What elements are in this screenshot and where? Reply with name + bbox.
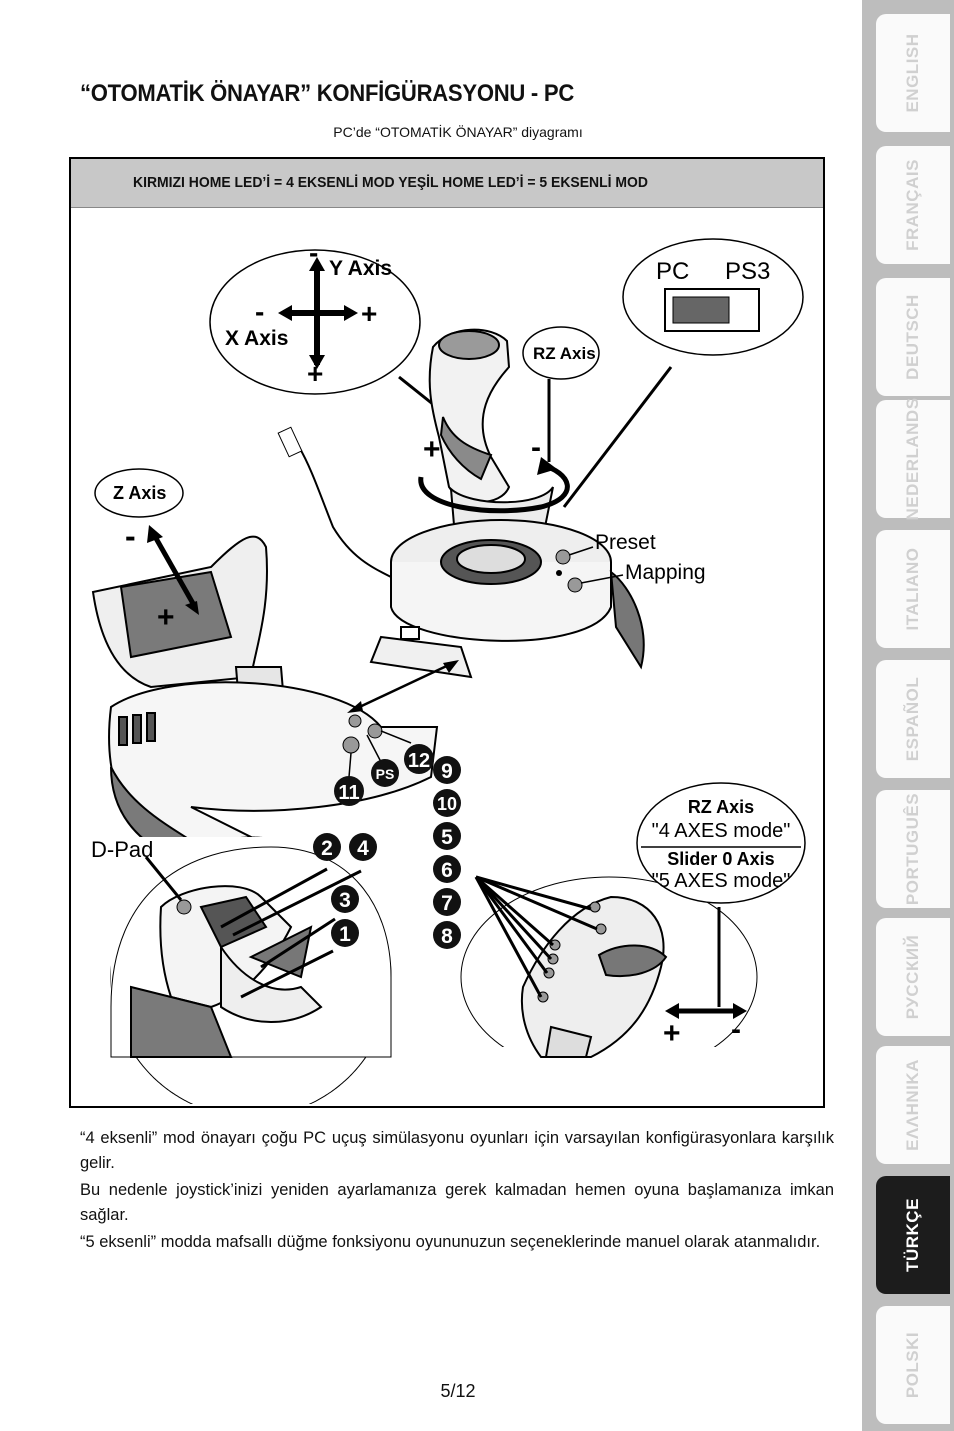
- tab-label: ENGLISH: [903, 33, 922, 113]
- button-11-badge: [334, 776, 364, 806]
- paragraph-3: “5 eksenli” modda mafsallı düğme fonksiy…: [80, 1233, 821, 1251]
- slider-plus-label: +: [663, 1017, 681, 1050]
- y-axis-label: Y Axis: [329, 257, 392, 280]
- tab-english[interactable]: ENGLISH: [876, 14, 950, 132]
- mapping-button: [567, 577, 583, 593]
- rz-axis-label: RZ Axis: [533, 344, 596, 363]
- page-subtitle: PC’de “OTOMATİK ÖNAYAR” diyagramı: [333, 124, 583, 140]
- tab-label: ESPAÑOL: [903, 676, 922, 762]
- y-plus-label: +: [307, 358, 323, 389]
- tab-turkce[interactable]: TÜRKÇE: [876, 1176, 950, 1294]
- button-4-badge: [349, 833, 377, 861]
- button-7-badge: [433, 888, 461, 916]
- axis-mode-bubble: [636, 782, 806, 904]
- rz-mode-title: RZ Axis: [688, 797, 754, 817]
- slider-mode-subtitle: "5 AXES mode": [652, 870, 791, 892]
- z-minus-label: -: [125, 518, 136, 554]
- x-plus-label: +: [361, 298, 377, 329]
- mode-banner: KIRMIZI HOME LED’İ = 4 EKSENLİ MOD YEŞİL…: [71, 159, 823, 208]
- dpad-button: [176, 899, 192, 915]
- mapping-label: Mapping: [625, 561, 706, 584]
- page-title: “OTOMATİK ÖNAYAR” KONFİGÜRASYONU - PC: [80, 80, 574, 107]
- pc-label: PC: [656, 258, 689, 285]
- button-12-label: 12: [408, 750, 430, 772]
- language-tabs: ENGLISH FRANÇAIS DEUTSCH NEDERLANDS ITAL…: [862, 0, 954, 1431]
- slider-minus-label: -: [731, 1013, 741, 1046]
- ps-button-badge: [371, 759, 399, 787]
- paragraph-1: “4 eksenli” mod önayarı çoğu PC uçuş sim…: [80, 1129, 834, 1172]
- button-9-label: 9: [441, 760, 453, 783]
- handle-closeup: [520, 895, 668, 1058]
- button-1-label: 1: [339, 923, 351, 946]
- tab-label: DEUTSCH: [903, 294, 922, 380]
- button-3-label: 3: [339, 889, 351, 912]
- tab-label: NEDERLANDS: [903, 397, 922, 521]
- tab-label: ΕΛΛΗΝΙΚΑ: [903, 1059, 922, 1151]
- tab-label: FRANÇAIS: [903, 159, 922, 251]
- xy-cross-icon: [278, 257, 358, 369]
- throttle-closeup: [130, 885, 323, 1058]
- rz-axis-bubble: [522, 326, 600, 380]
- usb-connector: [277, 426, 303, 458]
- tab-italiano[interactable]: ITALIANO: [876, 530, 950, 648]
- z-plus-label: +: [157, 601, 175, 634]
- preset-label: Preset: [595, 531, 656, 554]
- diagram-frame: KIRMIZI HOME LED’İ = 4 EKSENLİ MOD YEŞİL…: [69, 157, 825, 1108]
- button-9-badge: [433, 756, 461, 784]
- tab-label: TÜRKÇE: [903, 1198, 922, 1272]
- tab-label: PORTUGUÊS: [903, 792, 922, 906]
- button-2-label: 2: [321, 837, 333, 860]
- rz-minus-label: -: [531, 431, 541, 464]
- button-6-label: 6: [441, 859, 453, 882]
- paragraph-2: Bu nedenle joystick’inizi yeniden ayarla…: [80, 1181, 834, 1224]
- button-8-badge: [433, 921, 461, 949]
- mode-banner-text: KIRMIZI HOME LED’İ = 4 EKSENLİ MOD YEŞİL…: [133, 174, 648, 191]
- dpad-label: D-Pad: [91, 837, 153, 862]
- x-minus-label: -: [255, 296, 264, 327]
- button-10-label: 10: [437, 794, 457, 814]
- tab-espanol[interactable]: ESPAÑOL: [876, 660, 950, 778]
- x-axis-label: X Axis: [225, 327, 288, 350]
- button-7-label: 7: [441, 892, 453, 915]
- rz-mode-subtitle: "4 AXES mode": [652, 820, 791, 842]
- ps3-label: PS3: [725, 258, 770, 285]
- tab-nederlands[interactable]: NEDERLANDS: [876, 397, 950, 521]
- tab-label: РУССКИЙ: [903, 934, 922, 1020]
- ps-label: PS: [376, 766, 395, 782]
- y-minus-label: -: [309, 237, 318, 268]
- tab-polski[interactable]: POLSKI: [876, 1306, 950, 1424]
- tab-portugues[interactable]: PORTUGUÊS: [876, 790, 950, 908]
- button-2-badge: [313, 833, 341, 861]
- button-12-badge: [404, 744, 434, 774]
- throttle-unit: [91, 535, 439, 869]
- tab-deutsch[interactable]: DEUTSCH: [876, 278, 950, 396]
- rotation-arrow-icon: [418, 462, 570, 514]
- button-10-badge: [433, 789, 461, 817]
- tab-francais[interactable]: FRANÇAIS: [876, 146, 950, 264]
- z-axis-bubble: [94, 468, 184, 518]
- tab-label: POLSKI: [903, 1331, 922, 1399]
- button-4-label: 4: [357, 837, 369, 860]
- rz-plus-label: +: [423, 433, 441, 466]
- button-3-badge: [331, 885, 359, 913]
- button-8-label: 8: [441, 925, 453, 948]
- button-11-label: 11: [338, 782, 359, 804]
- button-5-label: 5: [441, 826, 453, 849]
- button-6-badge: [433, 855, 461, 883]
- button-1-badge: [331, 919, 359, 947]
- tab-label: ITALIANO: [903, 547, 922, 631]
- joystick-base: [369, 519, 645, 679]
- slider-mode-title: Slider 0 Axis: [667, 849, 774, 869]
- joystick-diagram: Y Axis X Axis - - + + PC PS3 RZ Axis + -: [91, 237, 806, 1104]
- tab-greek[interactable]: ΕΛΛΗΝΙΚΑ: [876, 1046, 950, 1164]
- preset-button: [555, 549, 571, 565]
- button-5-badge: [433, 822, 461, 850]
- tab-russian[interactable]: РУССКИЙ: [876, 918, 950, 1036]
- z-axis-label: Z Axis: [113, 483, 166, 503]
- page-number: 5/12: [440, 1381, 476, 1401]
